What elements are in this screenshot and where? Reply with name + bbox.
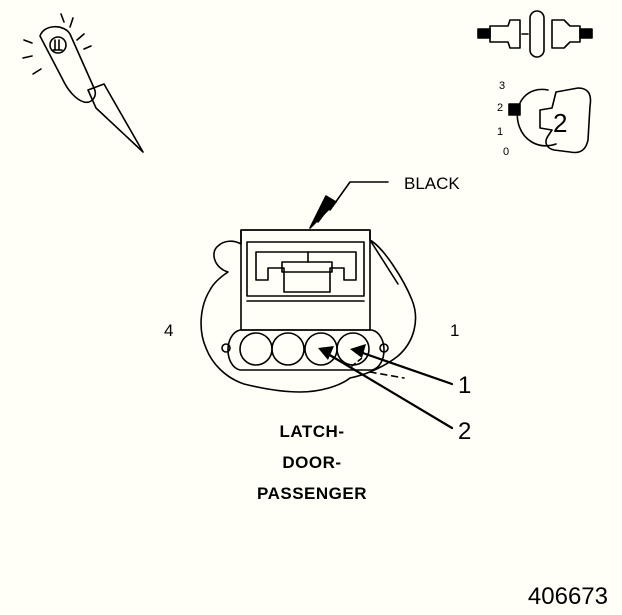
- cavity-3: [271, 332, 305, 366]
- wire-color-pointer: [309, 181, 389, 229]
- cavity-gauge-icon: [508, 87, 592, 154]
- terminal-icon: [477, 10, 593, 58]
- callout-2-label: 2: [458, 418, 472, 445]
- test-probe-icon: [22, 13, 144, 153]
- cavity-scale-number: 2: [553, 108, 568, 138]
- cavity-scale-3: 3: [499, 80, 506, 92]
- connector-name-line-3: PASSENGER: [257, 484, 367, 503]
- cavity-scale-0: 0: [503, 146, 510, 158]
- figure-number: 406673: [527, 583, 608, 610]
- pin-right-label: 1: [450, 321, 460, 340]
- cavity-4: [239, 332, 273, 366]
- callout-1-label: 1: [458, 372, 472, 399]
- cavity-scale-1: 1: [497, 126, 504, 138]
- pin-left-label: 4: [164, 321, 174, 340]
- connector-name-line-1: LATCH-: [279, 422, 345, 441]
- callout-arrows: [318, 344, 454, 430]
- cavity-scale-2: 2: [497, 102, 504, 114]
- wire-color-label: BLACK: [404, 174, 460, 193]
- connector-body: [200, 229, 417, 393]
- cavity-1: [336, 332, 370, 366]
- connector-name-line-2: DOOR-: [282, 453, 342, 472]
